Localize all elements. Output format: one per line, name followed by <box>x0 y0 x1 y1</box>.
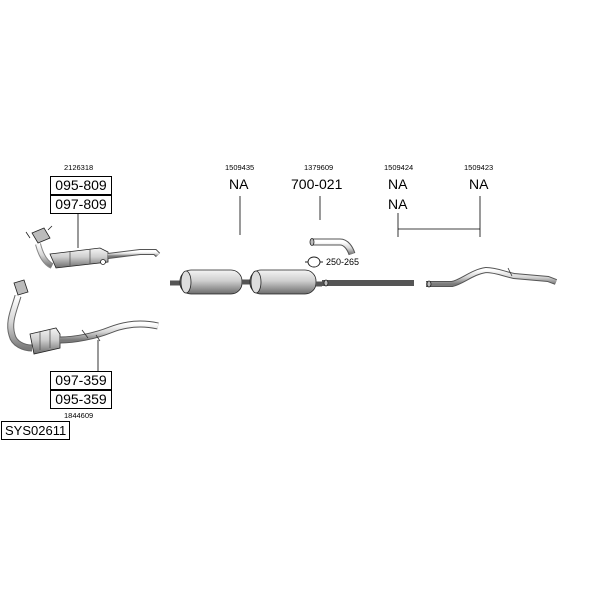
ref-cat-upper: 2126318 <box>64 163 94 172</box>
ref-cat-lower: 1844609 <box>64 411 94 420</box>
middle-pipe <box>322 279 414 287</box>
code-cat-lower-2[interactable]: 095-359 <box>50 390 112 409</box>
code-middle-pipe-2[interactable]: NA <box>388 196 408 212</box>
code-connecting-pipe[interactable]: 700-021 <box>291 176 343 192</box>
bracket-middle-tail <box>397 196 481 237</box>
code-cat-lower-1[interactable]: 097-359 <box>50 371 112 390</box>
code-cat-upper-1[interactable]: 095-809 <box>50 176 112 195</box>
code-clamp[interactable]: 250-265 <box>326 257 360 267</box>
code-cat-upper-2[interactable]: 097-809 <box>50 195 112 214</box>
ref-tail-pipe: 1509423 <box>464 163 494 172</box>
tail-pipe <box>426 266 558 288</box>
ref-front-silencer: 1509435 <box>225 163 255 172</box>
catalytic-converter-upper <box>25 225 161 269</box>
ref-connecting-pipe: 1379609 <box>304 163 334 172</box>
code-front-silencer[interactable]: NA <box>229 176 249 192</box>
ref-middle-pipe: 1509424 <box>384 163 414 172</box>
kit-code-badge[interactable]: SYS02611 <box>1 421 71 440</box>
code-middle-pipe-1[interactable]: NA <box>388 176 408 192</box>
pipe-clamp <box>305 256 323 268</box>
code-tail-pipe[interactable]: NA <box>469 176 489 192</box>
connecting-pipe <box>309 238 356 256</box>
front-silencer-assembly <box>170 269 322 295</box>
catalytic-converter-lower <box>7 279 159 355</box>
